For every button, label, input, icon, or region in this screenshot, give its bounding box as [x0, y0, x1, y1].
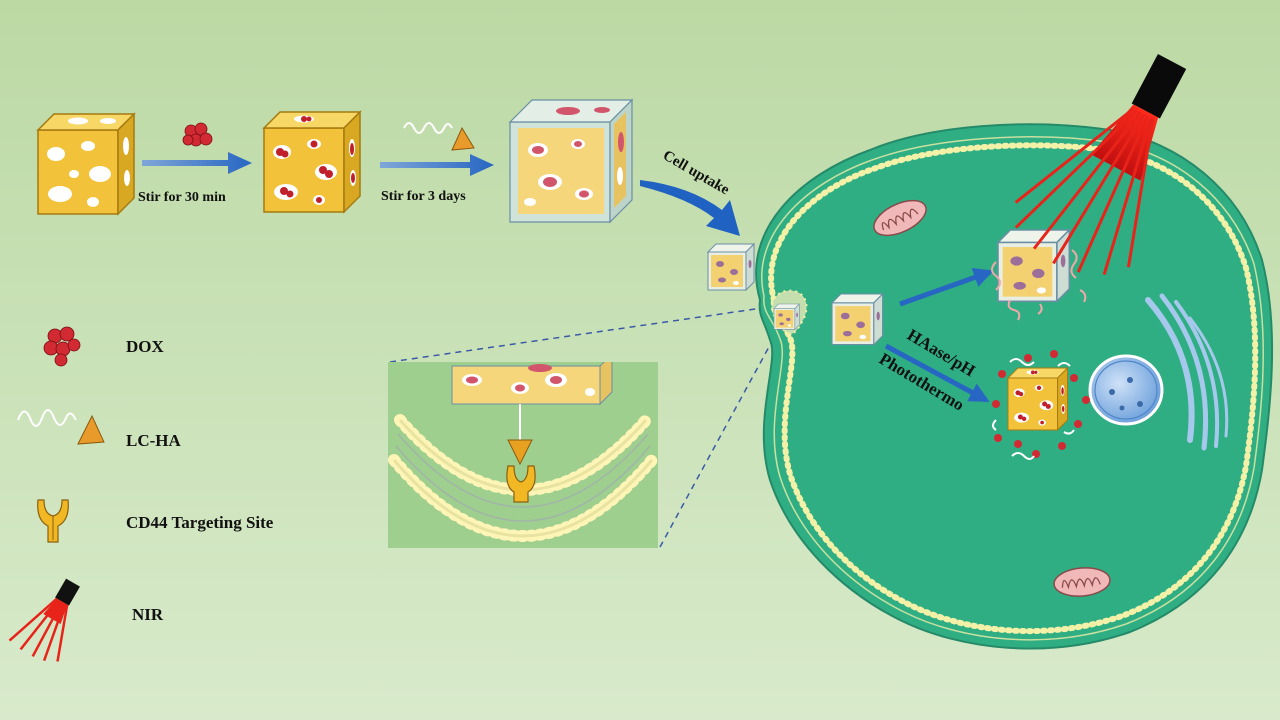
- arrow-step-2: [380, 154, 494, 176]
- label-stir-3-days: Stir for 3 days: [381, 189, 466, 204]
- nanoparticle-at-membrane: [773, 303, 800, 330]
- detaching-lc-ha-chains: [991, 249, 1087, 321]
- nir-laser-beam: [1014, 54, 1187, 275]
- arrow-cell-uptake: [640, 180, 740, 236]
- legend-nir-label: NIR: [132, 605, 164, 624]
- dox-cluster-icon: [182, 122, 213, 147]
- legend-lc-ha-label: LC-HA: [126, 431, 182, 450]
- released-dox-molecules: [992, 350, 1090, 458]
- arrow-to-nir-irradiation: [899, 267, 994, 307]
- arrow-step-1: [142, 152, 252, 174]
- legend-nir-laser-icon: [8, 578, 80, 662]
- arrow-to-drug-release: [884, 343, 990, 403]
- released-lc-ha-chains: [992, 358, 1075, 460]
- zoom-line-bottom: [659, 333, 777, 548]
- legend-dox-label: DOX: [126, 337, 165, 356]
- lc-ha-coated-nanocube: [509, 99, 633, 223]
- legend-cd44-label: CD44 Targeting Site: [126, 513, 274, 532]
- nanoparticle-releasing-dox: [1007, 367, 1068, 431]
- internalized-nanoparticle: [831, 293, 884, 346]
- nucleus: [1088, 354, 1164, 426]
- nanoparticle-under-nir: [997, 229, 1071, 303]
- membrane-zoom-inset: [388, 362, 658, 548]
- golgi-apparatus: [1145, 293, 1229, 451]
- lc-ha-chain-icon: [403, 122, 475, 151]
- legend-cd44-icon: [37, 499, 69, 543]
- label-stir-30-min: Stir for 30 min: [138, 190, 226, 205]
- legend-dox-icon: [43, 326, 81, 367]
- legend-lc-ha-icon: [17, 409, 105, 445]
- dox-loaded-nanocube: [263, 111, 361, 213]
- porous-nanocube-empty: [37, 113, 135, 215]
- nanoparticle-approaching-cell: [707, 243, 755, 291]
